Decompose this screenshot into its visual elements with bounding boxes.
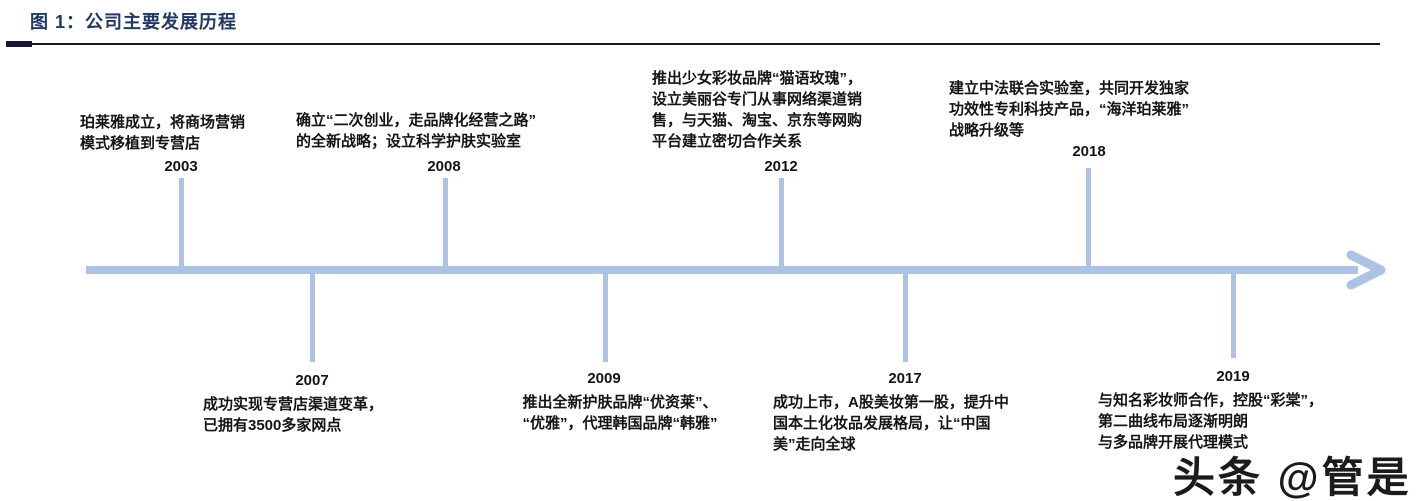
event-2007-connector [310, 274, 315, 362]
title-underline-tick [6, 41, 32, 47]
event-2019-year: 2019 [1216, 368, 1250, 385]
timeline-axis [86, 266, 1358, 274]
event-2017-text: 成功上市，A股美妆第一股，提升中 国本土化妆品发展格局，让“中国 美”走向全球 [773, 394, 1009, 453]
event-2012-year: 2012 [764, 158, 798, 175]
event-2007-year: 2007 [295, 372, 329, 389]
figure-title: 图 1：公司主要发展历程 [30, 12, 238, 32]
event-2008-connector [443, 178, 448, 267]
event-2018-year: 2018 [1072, 143, 1106, 160]
event-2008-year: 2008 [427, 158, 461, 175]
event-2009-year: 2009 [587, 370, 621, 387]
event-2018-connector [1086, 168, 1091, 267]
event-2009-connector [603, 274, 608, 362]
event-2008-text: 确立“二次创业，走品牌化经营之路” 的全新战略；设立科学护肤实验室 [296, 112, 537, 150]
event-2018-text: 建立中法联合实验室，共同开发独家 功效性专利科技产品，“海洋珀莱雅” 战略升级等 [949, 80, 1190, 139]
event-2009-text: 推出全新护肤品牌“优资莱”、 “优雅”，代理韩国品牌“韩雅” [522, 394, 718, 432]
event-2019-text: 与知名彩妆师合作，控股“彩棠”， 第二曲线布局逐渐明朗 与多品牌开展代理模式 [1098, 392, 1324, 451]
timeline-arrow-icon [1346, 250, 1390, 290]
event-2017-year: 2017 [888, 370, 922, 387]
event-2007-text: 成功实现专营店渠道变革， 已拥有3500多家网点 [203, 396, 384, 434]
event-2003-year: 2003 [164, 158, 198, 175]
event-2003-text: 珀莱雅成立，将商场营销 模式移植到专营店 [80, 114, 246, 152]
event-2012-connector [779, 178, 784, 267]
watermark: 头条 @管是 [1173, 454, 1412, 501]
event-2017-connector [903, 274, 908, 362]
event-2019-connector [1231, 274, 1236, 358]
event-2003-connector [179, 178, 184, 267]
title-underline [6, 43, 1380, 45]
event-2012-text: 推出少女彩妆品牌“猫语玫瑰”， 设立美丽谷专门从事网络渠道销 售，与天猫、淘宝、… [652, 70, 863, 150]
